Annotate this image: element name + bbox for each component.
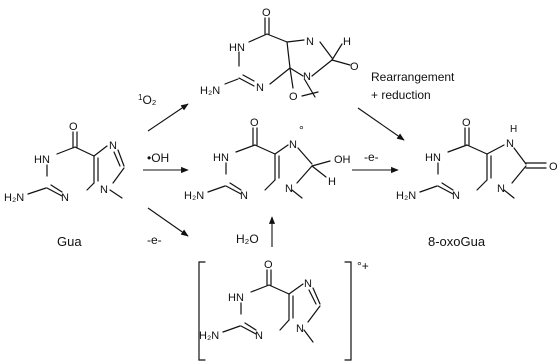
singlet-oxygen-label: 1O₂	[138, 93, 157, 107]
adduct-n9-label: N	[285, 183, 293, 195]
endoperoxide-hydrogen: H	[343, 36, 351, 48]
endoperoxide-bridge-oxygen: O	[350, 61, 359, 73]
endoperoxide-amino-label: H₂N	[200, 85, 220, 97]
cation-carbonyl-oxygen: O	[264, 259, 273, 271]
guanine-n7-label: N	[109, 140, 117, 152]
adduct-n1-label: HN	[213, 152, 229, 164]
hydroxyl-radical-label: •OH	[147, 151, 169, 165]
endoperoxide-n1-label: HN	[229, 42, 245, 54]
adduct-hydrogen: H	[328, 176, 336, 188]
arrow-rearrangement	[357, 107, 405, 141]
electron-loss-label-2: -e-	[364, 150, 379, 164]
oxoguanine-n9-label: N	[497, 183, 505, 195]
guanine-name: Gua	[57, 234, 82, 249]
guanine-amino-label: H₂N	[4, 192, 24, 204]
guanine-n1-label: HN	[34, 154, 50, 166]
oxoguanine-carbonyl-oxygen: O	[462, 117, 471, 129]
rearrangement-label: Rearrangement	[371, 70, 455, 84]
reduction-label: + reduction	[371, 88, 431, 102]
oxoguanine-n7-hydrogen: H	[510, 124, 517, 135]
adduct-hydroxyl-label: OH	[334, 154, 351, 166]
guanine-radical-cation: O HN H₂N N N N °+	[198, 259, 369, 361]
cation-amino-label: H₂N	[199, 330, 219, 342]
guanine-structure: O HN H₂N N N N Gua	[4, 121, 125, 249]
arrow-electron-loss	[147, 207, 189, 237]
cation-n1-label: HN	[228, 292, 244, 304]
hydroxyl-adduct-radical: O HN H₂N N N N OH H °	[184, 117, 351, 202]
endoperoxide-carbonyl-oxygen: O	[262, 7, 271, 19]
cation-n9-label: N	[296, 323, 304, 335]
endoperoxide-n9-label: N	[303, 71, 311, 83]
oxoguanine-n1-label: HN	[425, 152, 441, 164]
oxoguanine-n3-label: N	[452, 190, 460, 202]
oxoguanine-c8-oxygen: O	[549, 161, 558, 173]
arrow-singlet-oxygen	[147, 103, 189, 132]
oxoguanine-n7-label: N	[506, 138, 514, 150]
adduct-carbonyl-oxygen: O	[250, 117, 259, 129]
cation-n3-label: N	[255, 330, 263, 342]
water-label: H₂O	[236, 232, 259, 246]
guanine-n9-label: N	[100, 184, 108, 196]
oxoguanine-amino-label: H₂N	[396, 190, 416, 202]
electron-loss-label-1: -e-	[147, 233, 162, 247]
adduct-radical-dot: °	[299, 123, 304, 137]
radical-cation-charge: °+	[357, 259, 369, 273]
guanine-n3-label: N	[61, 192, 69, 204]
adduct-n3-label: N	[240, 190, 248, 202]
adduct-n7-label: N	[289, 139, 297, 151]
endoperoxide-n3-label: N	[256, 82, 264, 94]
adduct-amino-label: H₂N	[184, 190, 204, 202]
oxoguanine-structure: O HN H₂N N H N N O 8-oxoGua	[396, 117, 558, 249]
endoperoxide-n7-label: N	[306, 36, 314, 48]
endoperoxide-peroxy-oxygen: O	[289, 91, 298, 103]
cation-n7-label: N	[304, 278, 312, 290]
oxoguanine-name: 8-oxoGua	[428, 234, 486, 249]
guanine-carbonyl-oxygen: O	[69, 121, 78, 133]
endoperoxide-intermediate: O HN H₂N N N N H O O	[200, 7, 359, 103]
